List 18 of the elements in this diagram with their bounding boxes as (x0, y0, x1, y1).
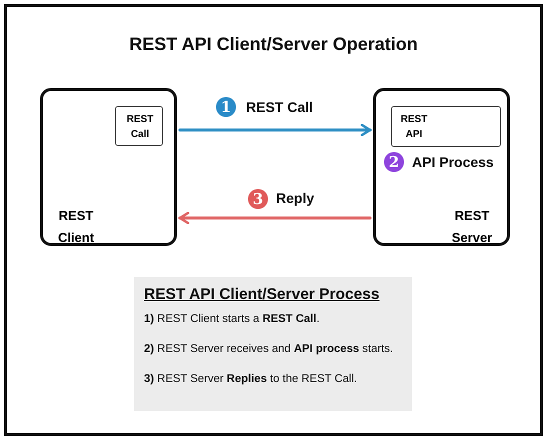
server-box (373, 88, 510, 246)
step-text: 1) REST Client starts a REST Call. (144, 313, 320, 325)
edge-label: Reply (276, 190, 314, 206)
step-label: API Process (412, 154, 494, 170)
node-label: REST API (400, 113, 428, 142)
node-label: REST Server (450, 207, 494, 247)
api-box (391, 106, 501, 147)
step-text: 2) REST Server receives and API process starts. (144, 343, 394, 355)
client-box (40, 88, 177, 246)
message-box (115, 106, 163, 146)
panel-heading: REST API Client/Server Process (144, 286, 380, 304)
step-number-badge: 3 (248, 189, 268, 209)
node-label: REST Client (56, 207, 96, 247)
step-text: 3) REST Server Replies to the REST Call. (144, 373, 358, 385)
title: REST API Client/Server Operation (128, 34, 419, 55)
node-label: REST Call (126, 113, 154, 142)
step-number-badge: 1 (216, 97, 236, 117)
edge-label: REST Call (246, 99, 313, 115)
